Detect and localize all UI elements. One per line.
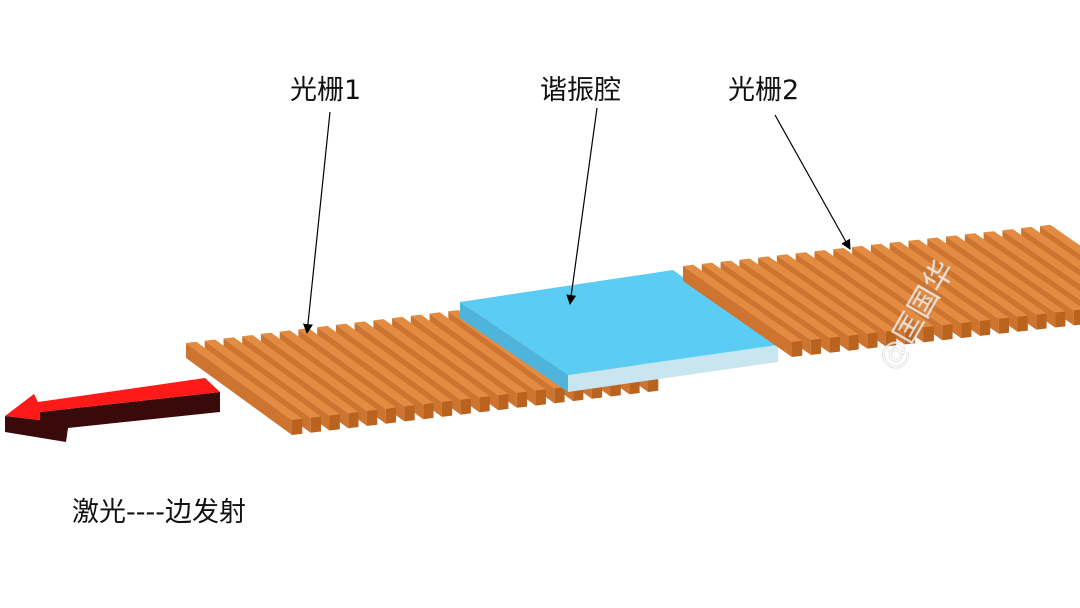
ridge-top-face: [852, 245, 972, 324]
ridge-front-face: [810, 338, 822, 355]
ridge-front-face: [1017, 315, 1028, 332]
ridge-front-face: [535, 389, 546, 406]
ridge-front-face: [829, 336, 840, 353]
grating-2: [683, 224, 1080, 357]
ridge-front-face: [979, 319, 991, 336]
ridge-front-face: [848, 334, 859, 351]
ridge-top-face: [223, 337, 340, 416]
grating-ridge: [186, 341, 303, 435]
ridge-top-face: [186, 341, 303, 420]
ridge-front-face: [366, 409, 378, 426]
ridge-front-face: [516, 391, 528, 408]
label-grating-1: 光栅1: [290, 75, 362, 106]
ridge-front-face: [904, 328, 916, 345]
resonant-cavity: [460, 270, 778, 392]
cavity-top-face: [460, 270, 778, 375]
ridge-front-face: [498, 393, 509, 411]
ridge-front-face: [923, 326, 934, 343]
ridge-top-face: [242, 335, 359, 414]
ridge-top-face: [373, 319, 490, 398]
ridge-front-face: [1055, 311, 1066, 328]
ridge-top-face: [983, 231, 1080, 300]
ridge-top-face: [739, 258, 859, 336]
ridge-top-face: [392, 316, 509, 396]
pointer-grating2: [774, 114, 851, 250]
ridge-front-face: [792, 340, 803, 357]
ridge-top-face: [870, 243, 991, 321]
ridge-top-face: [317, 325, 434, 405]
ridge-top-face: [701, 262, 822, 340]
ridge-front-face: [404, 405, 415, 422]
ridge-front-face: [292, 418, 303, 435]
ridge-side-face: [683, 266, 792, 357]
ridge-top-face: [335, 323, 453, 402]
ridge-top-face: [298, 328, 415, 407]
ridge-top-face: [204, 339, 321, 418]
ridge-top-face: [1040, 224, 1080, 254]
ridge-top-face: [927, 237, 1047, 315]
ridge-front-face: [310, 416, 321, 433]
ridge-top-face: [833, 248, 953, 326]
ridge-front-face: [348, 412, 359, 429]
ridge-front-face: [942, 324, 953, 341]
ridge-top-face: [889, 241, 1009, 319]
ridge-front-face: [554, 387, 565, 404]
ridge-top-face: [279, 330, 396, 409]
ridge-front-face: [423, 402, 434, 420]
ridge-side-face: [186, 343, 292, 435]
ridge-front-face: [385, 407, 396, 424]
ridge-front-face: [961, 321, 972, 339]
ridge-front-face: [460, 398, 471, 415]
ridge-front-face: [441, 400, 453, 417]
ridge-front-face: [1073, 309, 1080, 326]
pointer-grating1: [302, 111, 331, 334]
ridge-top-face: [410, 314, 528, 393]
ridge-top-face: [814, 250, 934, 328]
label-cavity: 谐振腔: [540, 75, 621, 106]
ridge-top-face: [429, 312, 546, 391]
ridge-top-face: [964, 233, 1080, 311]
arrow-top-face: [5, 378, 220, 420]
ridge-top-face: [946, 235, 1066, 313]
ridge-top-face: [795, 252, 916, 330]
ridge-top-face: [908, 239, 1028, 317]
cavity-side-face: [460, 302, 568, 392]
cavity-front-face: [568, 345, 778, 392]
caption-edge-emitting: 激光----边发射: [72, 497, 246, 528]
ridge-top-face: [354, 321, 471, 400]
ridge-top-face: [1002, 229, 1080, 285]
ridge-front-face: [479, 396, 490, 413]
arrow-front-face: [5, 392, 220, 442]
ridge-top-face: [260, 332, 378, 411]
ridge-front-face: [885, 330, 897, 347]
pointer-cavity: [566, 107, 598, 305]
grating-ridge: [683, 264, 803, 357]
ridge-front-face: [329, 414, 340, 431]
ridge-top-face: [1021, 226, 1080, 270]
ridge-front-face: [1036, 313, 1047, 330]
ridge-top-face: [720, 260, 840, 338]
laser-output-arrow: [5, 378, 220, 442]
ridge-front-face: [867, 332, 878, 349]
ridge-top-face: [683, 264, 803, 342]
ridge-top-face: [758, 256, 878, 334]
ridge-front-face: [998, 317, 1009, 334]
label-grating-2: 光栅2: [728, 75, 800, 106]
ridge-top-face: [776, 254, 897, 332]
